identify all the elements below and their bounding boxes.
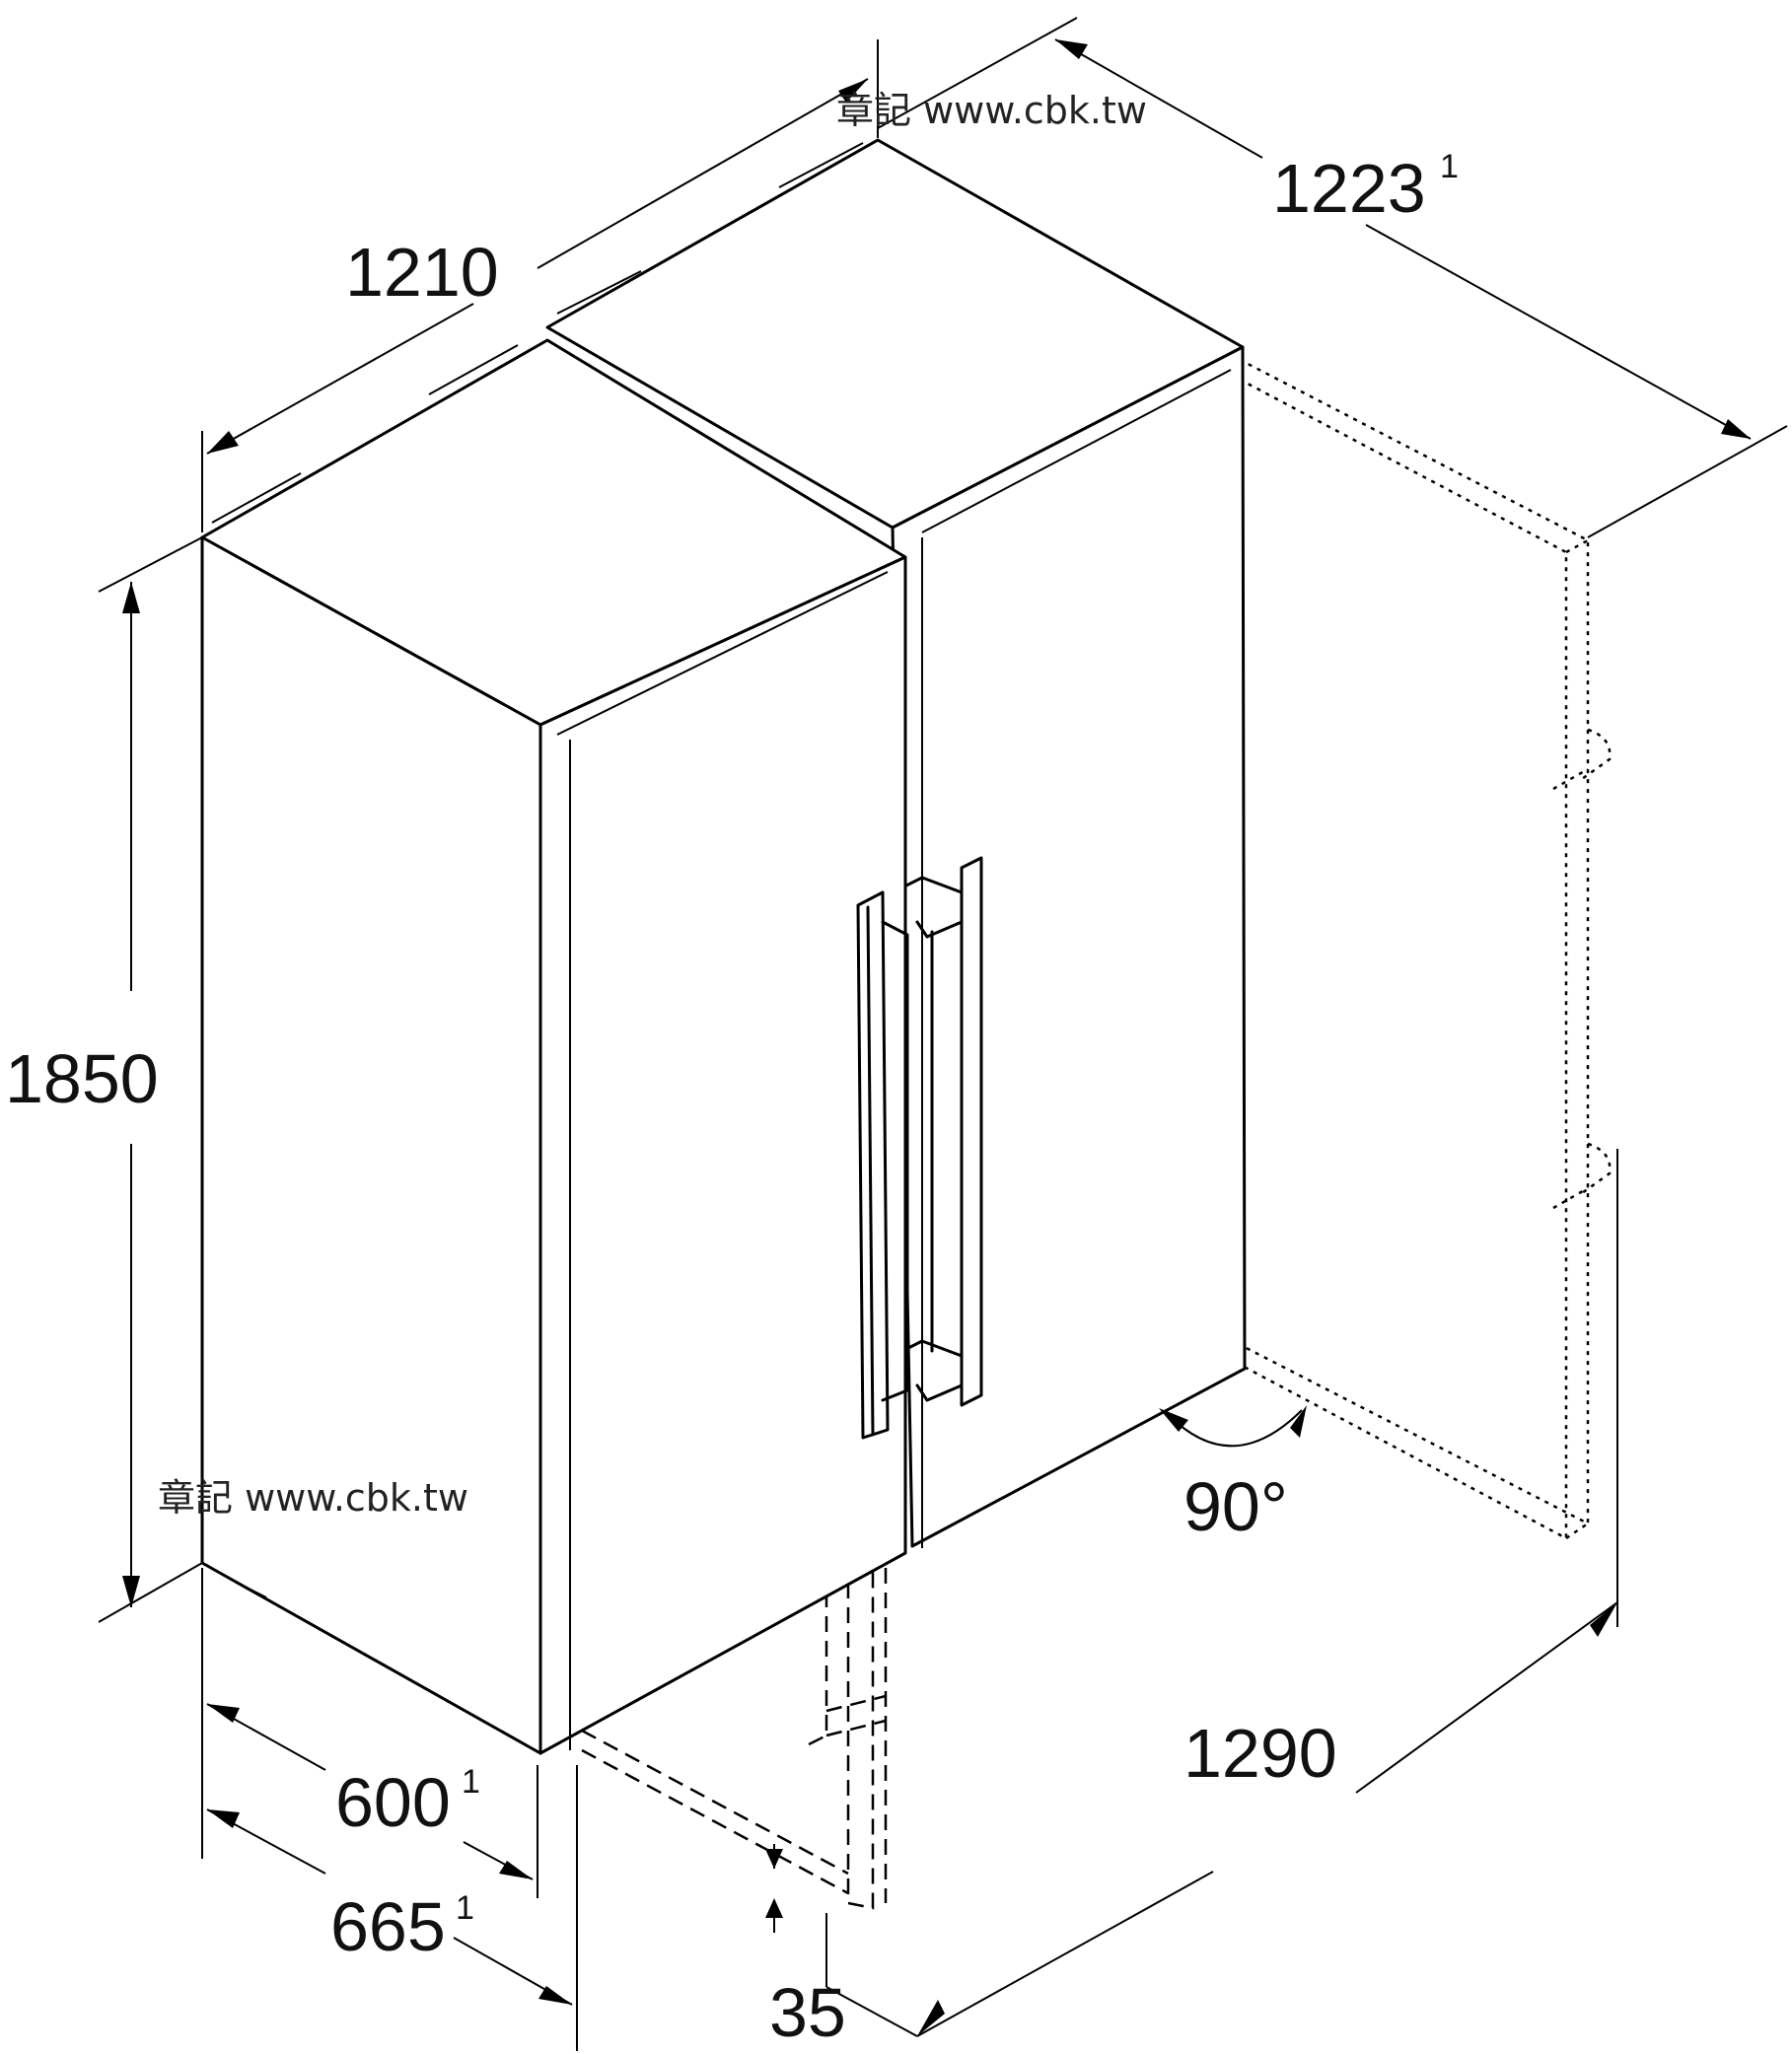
dim-depth-note: 1 — [462, 1763, 480, 1801]
right-door-handle — [891, 856, 983, 1407]
dim-door-angle: 90° — [1183, 1468, 1288, 1545]
watermarks: 章記 www.cbk.tw 章記 www.cbk.tw — [158, 89, 1147, 1520]
dimension-lines — [98, 17, 1788, 2051]
dim-width: 1210 — [345, 234, 499, 311]
right-cabinet — [545, 138, 1247, 1548]
dim-depth-open: 1223 — [1272, 150, 1426, 227]
left-cabinet — [200, 338, 909, 1755]
watermark-top: 章記 www.cbk.tw — [836, 89, 1147, 132]
dim-depth-open-note: 1 — [1440, 148, 1459, 185]
dim-depth-handle: 665 — [330, 1888, 446, 1965]
dimension-labels: 1210 1223 1 1850 600 1 665 1 35 1290 90° — [5, 148, 1459, 2051]
watermark-left: 章記 www.cbk.tw — [158, 1476, 468, 1520]
dim-depth-handle-note: 1 — [456, 1889, 474, 1927]
left-door-handle — [856, 890, 909, 1440]
dim-height: 1850 — [5, 1040, 159, 1117]
dim-door-offset: 35 — [769, 1974, 846, 2051]
dim-depth: 600 — [335, 1764, 451, 1841]
dim-swing-depth: 1290 — [1183, 1715, 1337, 1792]
open-door-outline-dotted — [1230, 353, 1612, 1541]
